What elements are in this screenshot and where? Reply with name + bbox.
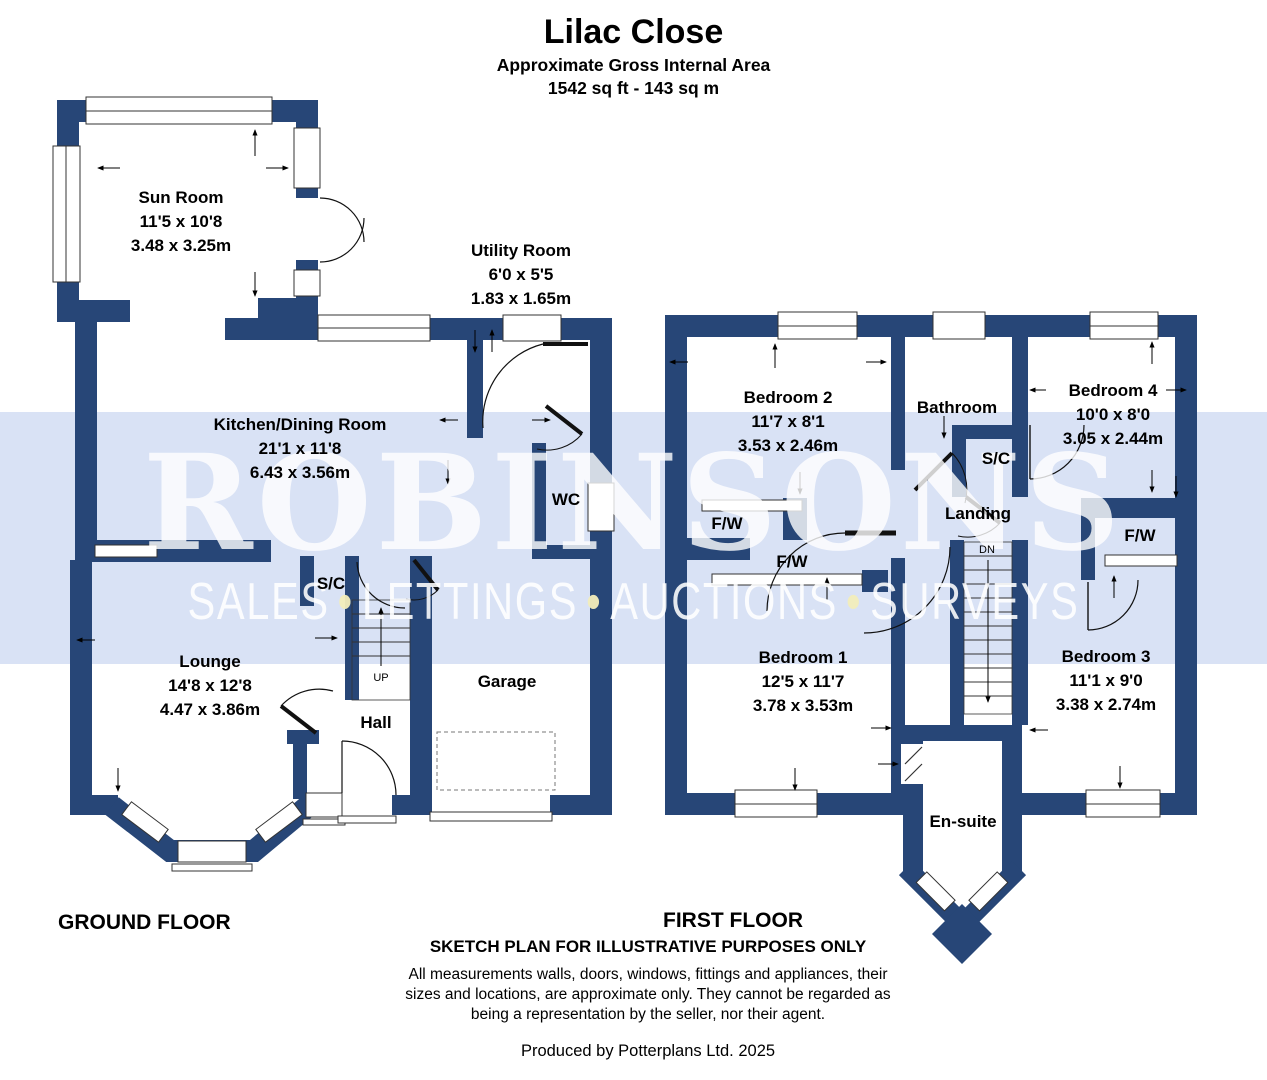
area-value: 1542 sq ft - 143 sq m [547,78,720,98]
ground-floor-arrows [76,129,551,792]
ground-floor-walls [57,100,612,815]
ground-floor-windows [52,96,615,872]
first-floor-doors [766,424,1139,634]
first-floor-arrows [669,341,1187,791]
sketch-plan-note: SKETCH PLAN FOR ILLUSTRATIVE PURPOSES ON… [429,937,867,956]
garage-dashed-outline [436,731,556,791]
first-floor-stairs [963,541,1013,715]
watermark-band [0,412,1267,664]
area-subtitle: Approximate Gross Internal Area [496,55,771,75]
footer: SKETCH PLAN FOR ILLUSTRATIVE PURPOSES ON… [348,936,948,1061]
header: Lilac Close Approximate Gross Internal A… [0,0,1267,99]
ground-floor-stairs [351,599,411,701]
first-floor-windows [701,311,1178,912]
page-title: Lilac Close [543,13,724,51]
ground-floor-plan [52,96,615,872]
garage-door-opening [429,811,553,822]
produced-by: Produced by Potterplans Ltd. 2025 [520,1042,776,1060]
first-floor-plan [665,311,1197,964]
disclaimer-text: All measurements walls, doors, windows, … [405,966,891,1023]
en-suite-window-chevron [901,744,923,784]
ground-floor-doors [279,197,588,796]
